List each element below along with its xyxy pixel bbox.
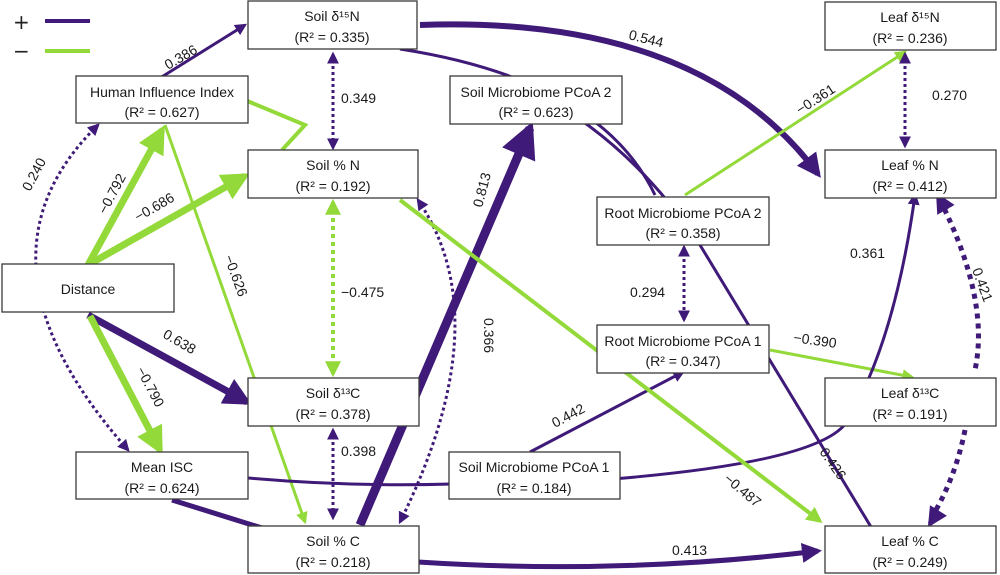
label-leafd15n-leafpn: 0.270 — [932, 87, 967, 103]
node-leaf-d13c-title: Leaf δ¹³C — [881, 385, 939, 401]
node-leaf-pc-title: Leaf % C — [881, 533, 939, 549]
node-smb1-title: Soil Microbiome PCoA 1 — [459, 459, 610, 475]
edge-soilpc-smb2 — [355, 121, 536, 527]
node-leaf-pn-title: Leaf % N — [881, 157, 939, 173]
edge-meanisc-soilpc — [171, 497, 263, 531]
edge-human-soilpn-segment — [244, 98, 309, 152]
node-soil-d15n-r2: (R² = 0.335) — [294, 29, 369, 45]
node-leaf-d13c: Leaf δ¹³C (R² = 0.191) — [824, 377, 997, 427]
label-distance-soild13c: 0.638 — [161, 326, 200, 357]
node-mean-isc-r2: (R² = 0.624) — [124, 480, 199, 496]
node-soil-pn-box — [247, 149, 419, 199]
node-rmb2-box — [596, 196, 770, 246]
label-soilpn-soilpc: 0.366 — [481, 318, 497, 353]
edge-human-soild15n — [159, 23, 248, 80]
node-mean-isc-title: Mean ISC — [131, 459, 193, 475]
label-human-soilpc: −0.626 — [221, 253, 251, 299]
node-soil-pn-title: Soil % N — [306, 157, 360, 173]
label-soilpc-leafpc: 0.413 — [672, 542, 707, 558]
node-smb1-r2: (R² = 0.184) — [496, 480, 571, 496]
node-soil-d15n: Soil δ¹⁵N (R² = 0.335) — [247, 0, 418, 50]
node-rmb1-r2: (R² = 0.347) — [645, 353, 720, 369]
node-soil-percent-c: Soil % C (R² = 0.218) — [247, 525, 420, 574]
node-soil-pc-box — [247, 525, 420, 574]
node-soil-d13c: Soil δ¹³C (R² = 0.378) — [247, 377, 420, 427]
node-leaf-d13c-r2: (R² = 0.191) — [872, 406, 947, 422]
node-soil-microbiome-pcoa2: Soil Microbiome PCoA 2 (R² = 0.623) — [449, 75, 623, 125]
node-root-microbiome-pcoa2: Root Microbiome PCoA 2 (R² = 0.358) — [596, 196, 770, 246]
label-soild15n-soilpn: 0.349 — [341, 90, 376, 106]
node-human-influence-index: Human Influence Index (R² = 0.627) — [75, 75, 249, 124]
node-root-microbiome-pcoa1: Root Microbiome PCoA 1 (R² = 0.347) — [596, 324, 770, 374]
node-leaf-pc-r2: (R² = 0.249) — [872, 554, 947, 570]
label-rmb2-rmb1: 0.294 — [630, 284, 665, 300]
edge-leafpn-leafpc-covariance — [927, 198, 981, 522]
node-rmb2-title: Root Microbiome PCoA 2 — [604, 205, 761, 221]
node-leaf-d15n: Leaf δ¹⁵N (R² = 0.236) — [824, 1, 997, 51]
node-soil-percent-n: Soil % N (R² = 0.192) — [247, 149, 419, 199]
node-leaf-percent-n: Leaf % N (R² = 0.412) — [824, 149, 997, 199]
node-leaf-d13c-box — [824, 377, 997, 427]
node-soil-microbiome-pcoa1: Soil Microbiome PCoA 1 (R² = 0.184) — [448, 451, 621, 500]
edge-soilpc-leafpc — [417, 542, 822, 570]
node-distance: Distance — [1, 263, 175, 313]
node-human-box — [75, 75, 249, 124]
edge-leafpn-leafpc-arrow-bottom — [927, 505, 947, 528]
node-soil-pc-title: Soil % C — [306, 533, 360, 549]
node-smb2-box — [449, 75, 623, 125]
label-smb1-leafpn: 0.361 — [850, 245, 885, 261]
node-soil-d15n-box — [247, 0, 418, 50]
node-rmb1-title: Root Microbiome PCoA 1 — [604, 333, 761, 349]
node-rmb2-r2: (R² = 0.358) — [645, 225, 720, 241]
label-soilpn-soild13c: −0.475 — [341, 284, 384, 300]
edge-rmb1-leafd13c — [769, 348, 915, 382]
label-rmb1-leafd13c: −0.390 — [793, 329, 838, 351]
node-human-r2: (R² = 0.627) — [124, 104, 199, 120]
legend: + − — [13, 10, 90, 63]
label-soilpc-smb2: 0.813 — [469, 171, 494, 209]
edge-soilpn-soilpc-covariance — [398, 198, 457, 525]
node-soil-pc-r2: (R² = 0.218) — [295, 554, 370, 570]
node-smb1-box — [448, 451, 621, 500]
node-leaf-pn-r2: (R² = 0.412) — [872, 178, 947, 194]
label-human-meanisc: 0.240 — [19, 155, 50, 194]
edge-soild15n-leafpn — [419, 21, 821, 178]
node-mean-isc-box — [75, 451, 249, 500]
node-leaf-d15n-box — [824, 1, 997, 51]
node-leaf-percent-c: Leaf % C (R² = 0.249) — [824, 525, 997, 574]
node-soil-pn-r2: (R² = 0.192) — [295, 178, 370, 194]
node-soil-d15n-title: Soil δ¹⁵N — [304, 8, 360, 24]
label-human-soild15n: 0.386 — [162, 41, 201, 72]
node-smb2-title: Soil Microbiome PCoA 2 — [461, 84, 612, 100]
node-leaf-d15n-title: Leaf δ¹⁵N — [880, 9, 940, 25]
node-rmb1-box — [596, 324, 770, 374]
label-soild13c-soilpc: 0.398 — [341, 443, 376, 459]
edge-meanisc-smb1 — [247, 476, 453, 487]
node-leaf-pn-box — [824, 149, 997, 199]
edge-human-meanisc-covariance — [34, 123, 130, 452]
node-leaf-pc-box — [824, 525, 997, 574]
node-mean-isc: Mean ISC (R² = 0.624) — [75, 451, 249, 500]
node-soil-d13c-r2: (R² = 0.378) — [295, 406, 370, 422]
edge-rmb2-leafd15n — [684, 50, 908, 197]
legend-positive-symbol: + — [13, 10, 30, 34]
node-soil-d13c-title: Soil δ¹³C — [306, 385, 360, 401]
label-smb2-leafpc: 0.426 — [817, 445, 850, 483]
edge-human-soilpc — [163, 124, 308, 525]
node-smb2-r2: (R² = 0.623) — [498, 104, 573, 120]
node-distance-box — [1, 263, 175, 313]
node-distance-title: Distance — [61, 281, 116, 297]
node-soil-d13c-box — [247, 377, 420, 427]
edge-smb1-rmb1 — [529, 370, 686, 454]
node-human-title: Human Influence Index — [90, 84, 234, 100]
node-leaf-d15n-r2: (R² = 0.236) — [872, 30, 947, 46]
legend-negative-symbol: − — [13, 39, 30, 63]
